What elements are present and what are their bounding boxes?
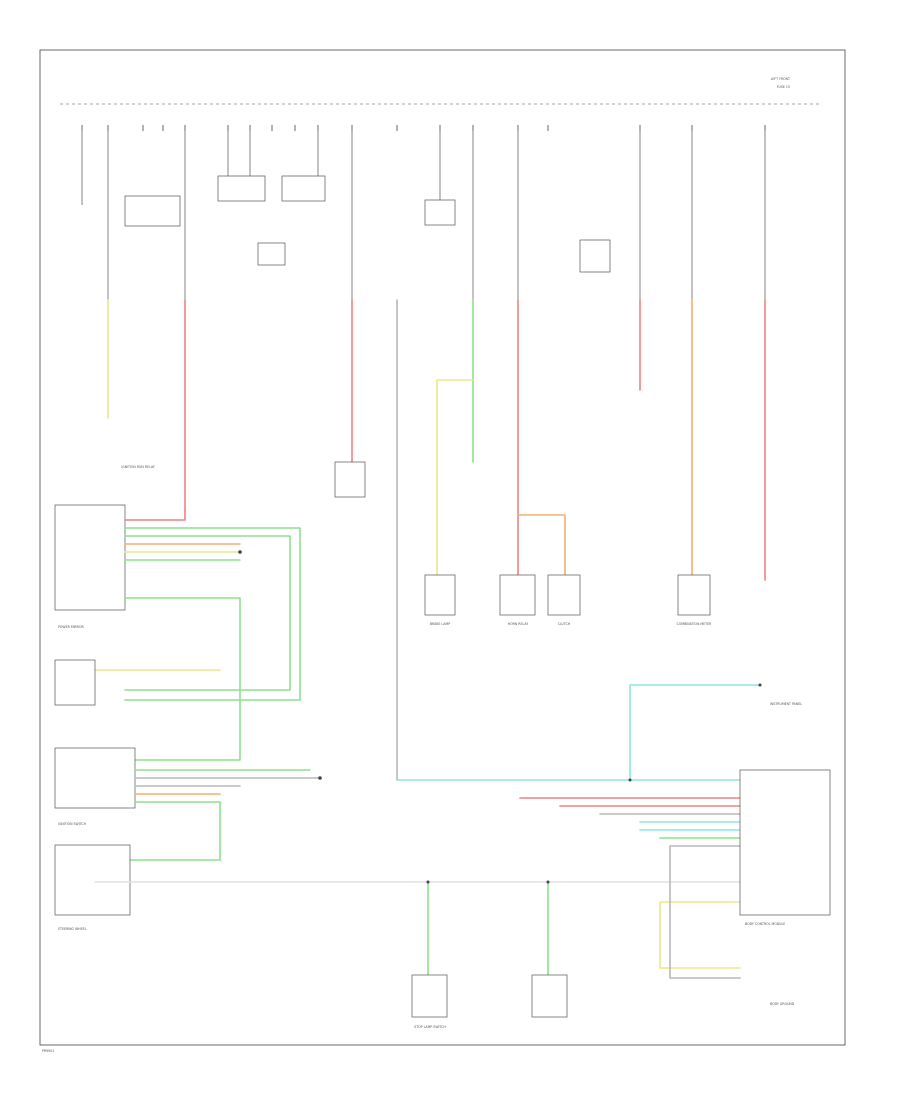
diagram-frame: [39, 49, 846, 1046]
module-box-1: [334, 461, 366, 498]
bottom-wires: [427, 881, 549, 976]
brake-lamp-box: [424, 574, 456, 616]
power-mirror-label: POWER MIRROR: [58, 625, 84, 629]
relay-box-2: [217, 175, 266, 202]
ignition-switch-wires: [94, 769, 321, 861]
ignition-switch-box: [54, 747, 136, 809]
fuse-tick-row: [81, 125, 766, 131]
meter-box: [677, 574, 711, 616]
relay-box-3: [281, 175, 326, 202]
steering-wheel-label: STEERING WHEEL: [58, 927, 87, 931]
relay-box-4: [257, 242, 286, 266]
central-harness: [396, 684, 761, 979]
page-code: PR9901: [42, 1049, 54, 1053]
fuse-right-label: FUSE 15: [777, 85, 790, 89]
ignition-switch-label: IGNITION SWITCH: [58, 822, 87, 826]
brake-switch-box: [531, 974, 568, 1018]
combination-meter-label: COMBINATION METER: [677, 622, 712, 626]
wire-runs: [107, 299, 766, 781]
body-control-module-box: [739, 769, 831, 916]
power-mirror-switch-box: [54, 504, 126, 611]
ignition-relay-label: IGNITION RUN RELAY: [121, 465, 154, 469]
body-ground-label: BODY GROUND: [770, 1002, 795, 1006]
clutch-box: [547, 574, 581, 616]
instrument-panel-label: INSTRUMENT PANEL: [770, 702, 802, 706]
horn-box: [499, 574, 536, 616]
steering-wheel-box: [54, 844, 131, 916]
top-right-label: LEFT FRONT: [771, 77, 790, 81]
mirror-switch-box: [54, 659, 96, 706]
horn-relay-box: [579, 239, 611, 273]
stop-lamp-switch-label: STOP LAMP SWITCH: [414, 1025, 446, 1029]
clutch-label: CLUTCH: [558, 622, 571, 626]
fuse-feed-wires: [81, 131, 766, 300]
relay-box-1: [124, 195, 181, 227]
left-module-wires: [94, 509, 301, 761]
horn-relay-label: HORN RELAY: [508, 622, 529, 626]
ignition-relay-box: [424, 199, 456, 226]
stop-lamp-switch-box: [411, 974, 448, 1018]
brake-lamp-label: BRAKE LAMP: [430, 622, 450, 626]
body-control-label: BODY CONTROL MODULE: [745, 922, 785, 926]
connector-pins: [238, 550, 762, 884]
